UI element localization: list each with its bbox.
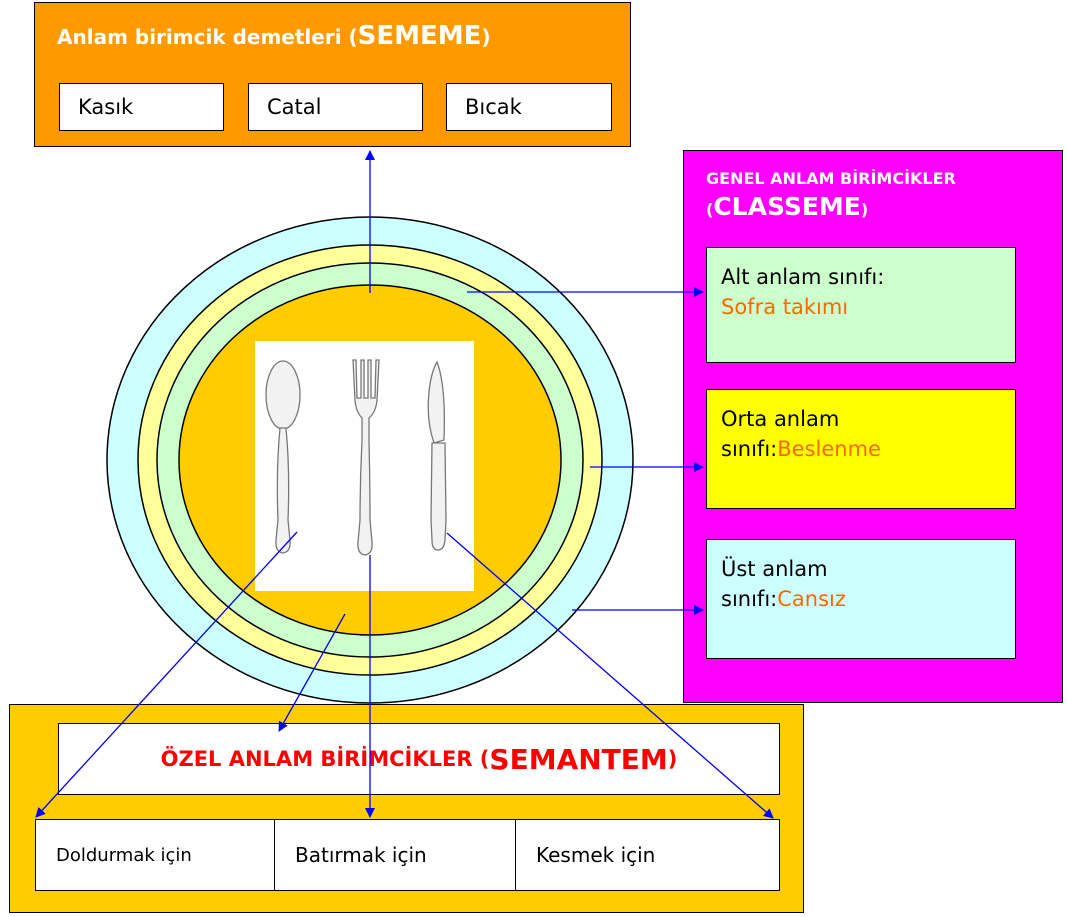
semantem-item-kesmek: Kesmek için [515, 819, 780, 891]
classeme-box: GENEL ANLAM BİRİMCİKLER (CLASSEME) Alt a… [683, 150, 1063, 703]
arrow-to-semantem-title [278, 613, 346, 732]
sememe-box: Anlam birimcik demetleri (SEMEME) Kasık … [34, 2, 631, 147]
sememe-item-kasik: Kasık [59, 83, 224, 131]
semantem-title: ÖZEL ANLAM BİRİMCİKLER (SEMANTEM) [58, 723, 780, 795]
fork-icon [352, 359, 380, 556]
semantem-item-batirmak: Batırmak için [274, 819, 516, 891]
semantem-item-doldurmak: Doldurmak için [35, 819, 275, 891]
sememe-item-bicak: Bıcak [446, 83, 612, 131]
semantem-box: ÖZEL ANLAM BİRİMCİKLER (SEMANTEM) Doldur… [9, 704, 804, 913]
cutlery-image [255, 341, 474, 591]
knife-icon [427, 360, 447, 551]
spoon-icon [265, 360, 301, 554]
arrow-to-kesmek [446, 532, 774, 819]
sememe-title: Anlam birimcik demetleri (SEMEME) [57, 21, 491, 51]
card-label: Üst anlam sınıfı:Cansız [721, 557, 846, 611]
card-value: Sofra takımı [721, 295, 849, 319]
classeme-card-orta: Orta anlam sınıfı:Beslenme [706, 389, 1016, 509]
classeme-title: GENEL ANLAM BİRİMCİKLER (CLASSEME) [706, 169, 956, 221]
card-label: Orta anlam sınıfı:Beslenme [721, 407, 881, 461]
arrow-to-doldurmak [35, 531, 298, 818]
sememe-item-catal: Catal [248, 83, 423, 131]
classeme-card-ust: Üst anlam sınıfı:Cansız [706, 539, 1016, 659]
classeme-card-alt: Alt anlam sınıfı: Sofra takımı [706, 247, 1016, 363]
card-label: Alt anlam sınıfı: [721, 265, 885, 289]
arrows [35, 150, 774, 819]
